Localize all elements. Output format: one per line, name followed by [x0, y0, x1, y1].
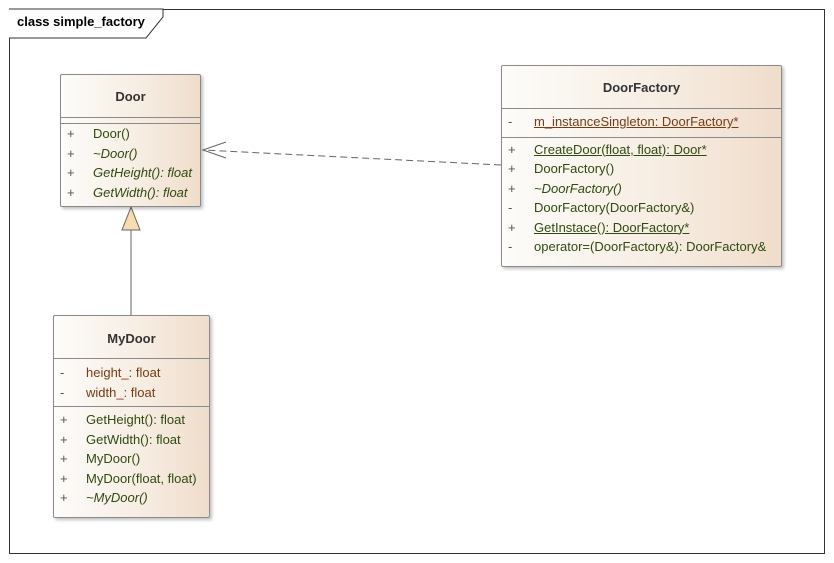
operation-signature: operator=(DoorFactory&): DoorFactory&: [534, 239, 767, 254]
visibility: -: [60, 365, 65, 380]
attribute-row[interactable]: - m_instanceSingleton: DoorFactory*: [502, 112, 781, 132]
operation-row[interactable]: + Door(): [61, 124, 200, 144]
dependency-arrowhead: [201, 141, 227, 159]
operations-section: + CreateDoor(float, float): Door* + Door…: [502, 136, 781, 257]
operation-signature: GetWidth(): float: [86, 431, 181, 447]
visibility: +: [60, 490, 68, 505]
operation-row[interactable]: + DoorFactory(): [502, 159, 781, 179]
operation-signature: DoorFactory(): [534, 161, 615, 176]
operation-signature: GetInstace(): DoorFactory*: [534, 219, 690, 235]
visibility: +: [67, 126, 75, 141]
visibility: +: [67, 145, 75, 161]
attributes-section: - height_: float - width_: float: [54, 358, 209, 406]
visibility: +: [508, 219, 516, 235]
class-name: DoorFactory: [602, 80, 681, 95]
visibility: +: [60, 412, 68, 427]
operation-signature: CreateDoor(float, float): Door*: [534, 141, 707, 157]
visibility: -: [508, 114, 513, 129]
operation-row[interactable]: + ~Door(): [61, 144, 200, 164]
operation-signature: GetHeight(): float: [93, 165, 192, 180]
operation-signature: MyDoor(float, float): [86, 470, 197, 486]
attribute-signature: width_: float: [86, 384, 156, 400]
attribute-signature: m_instanceSingleton: DoorFactory*: [534, 114, 739, 129]
operations-section: + Door() + ~Door() + GetHeight(): float …: [61, 123, 200, 202]
operation-signature: ~DoorFactory(): [534, 180, 622, 196]
attributes-section: [61, 117, 200, 123]
operation-row[interactable]: - operator=(DoorFactory&): DoorFactory&: [502, 237, 781, 257]
operation-row[interactable]: - DoorFactory(DoorFactory&): [502, 198, 781, 218]
operation-signature: GetHeight(): float: [86, 412, 185, 427]
visibility: -: [60, 384, 65, 400]
operation-signature: DoorFactory(DoorFactory&): [534, 200, 695, 215]
visibility: +: [67, 165, 75, 180]
operation-row[interactable]: + ~MyDoor(): [54, 488, 209, 508]
dependency-line[interactable]: [202, 149, 502, 166]
class-mydoor[interactable]: MyDoor - height_: float - width_: float …: [53, 315, 210, 518]
visibility: +: [508, 161, 516, 176]
visibility: +: [67, 184, 75, 200]
operation-row[interactable]: + GetWidth(): float: [54, 430, 209, 450]
operation-row[interactable]: + GetWidth(): float: [61, 183, 200, 203]
attribute-row[interactable]: - height_: float: [54, 363, 209, 383]
class-doorfactory[interactable]: DoorFactory - m_instanceSingleton: DoorF…: [501, 65, 782, 267]
operation-row[interactable]: + GetHeight(): float: [61, 163, 200, 183]
diagram-frame: [9, 9, 825, 554]
class-name: Door: [115, 89, 146, 104]
operation-signature: ~MyDoor(): [86, 490, 148, 505]
frame-title: class simple_factory: [17, 14, 145, 29]
operation-row[interactable]: + ~DoorFactory(): [502, 179, 781, 199]
attribute-signature: height_: float: [86, 365, 161, 380]
visibility: +: [60, 470, 68, 486]
operation-row[interactable]: + GetInstace(): DoorFactory*: [502, 218, 781, 238]
operation-row[interactable]: + GetHeight(): float: [54, 410, 209, 430]
visibility: +: [60, 431, 68, 447]
operation-signature: Door(): [93, 126, 130, 141]
operations-section: + GetHeight(): float + GetWidth(): float…: [54, 406, 209, 508]
class-name: MyDoor: [107, 331, 156, 346]
generalization-arrowhead: [121, 205, 141, 231]
attributes-section: - m_instanceSingleton: DoorFactory*: [502, 108, 781, 137]
operation-signature: ~Door(): [93, 145, 138, 161]
visibility: -: [508, 200, 513, 215]
attribute-row[interactable]: - width_: float: [54, 383, 209, 403]
visibility: -: [508, 239, 513, 254]
operation-row[interactable]: + MyDoor(float, float): [54, 469, 209, 489]
operation-signature: MyDoor(): [86, 451, 141, 466]
operation-signature: GetWidth(): float: [93, 184, 188, 200]
visibility: +: [508, 141, 516, 157]
class-door[interactable]: Door + Door() + ~Door() + GetHeight(): f…: [60, 74, 201, 207]
operation-row[interactable]: + MyDoor(): [54, 449, 209, 469]
operation-row[interactable]: + CreateDoor(float, float): Door*: [502, 140, 781, 160]
visibility: +: [508, 180, 516, 196]
visibility: +: [60, 451, 68, 466]
